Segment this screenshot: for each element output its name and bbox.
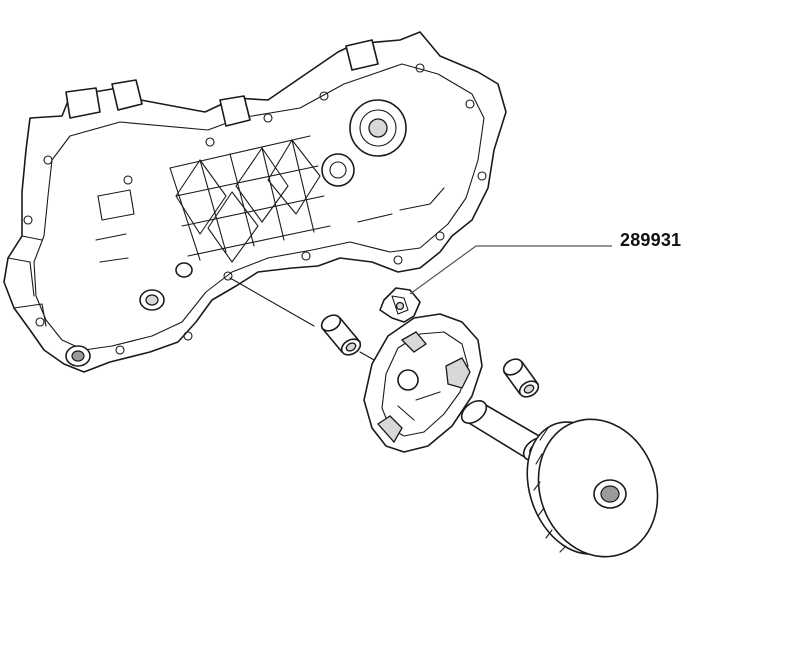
variator-ramp-plate [363,313,483,453]
callout-leader-line [409,245,612,295]
spacer-bushing-left [320,314,362,356]
variator-pulley [526,418,659,558]
part-number-callout: 289931 [620,230,682,250]
crankcase-housing [3,31,507,373]
variator-cam [379,287,421,323]
spacer-bushing-right [502,358,540,398]
